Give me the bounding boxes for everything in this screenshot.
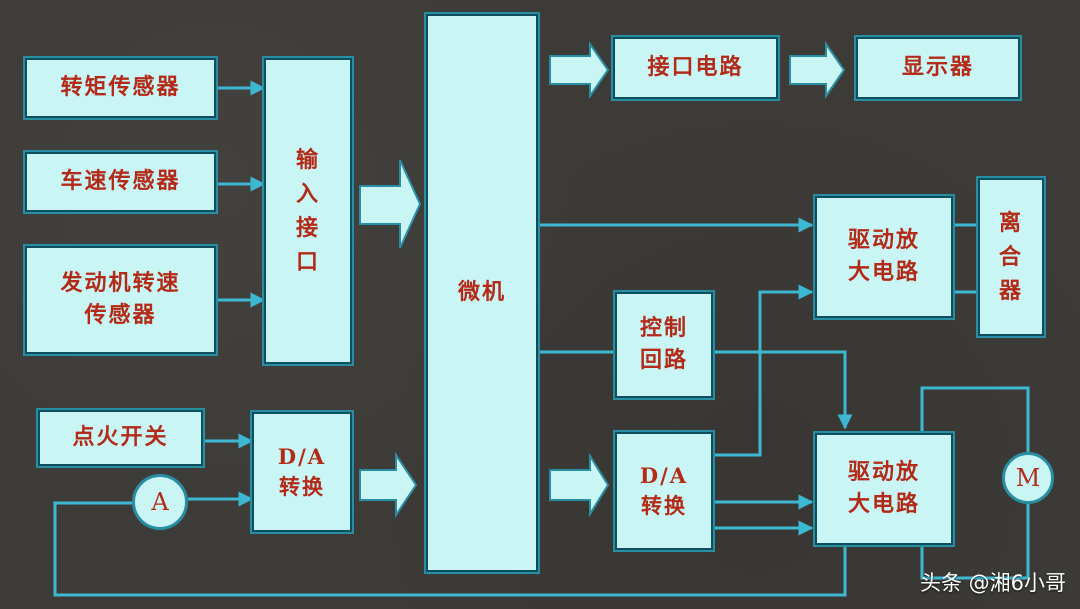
clutch-label: 离 合 器: [998, 209, 1023, 305]
interface-circuit-block: 接口电路: [613, 37, 778, 99]
block-arrow-micro-to-da-right: [549, 452, 610, 518]
drive-amplifier-bottom-block: 驱动放 大电路: [815, 433, 953, 545]
input-interface-label: 输 入 接 口: [295, 146, 320, 276]
watermark: 头条 @湘6小哥: [919, 571, 1066, 595]
speed-sensor-block: 车速传感器: [25, 152, 216, 212]
interface-circuit-label: 接口电路: [647, 54, 744, 81]
drive-amplifier-top-block: 驱动放 大电路: [815, 196, 953, 318]
line-drive-to-motor-bottom: [920, 504, 1030, 580]
torque-sensor-label: 转矩传感器: [60, 74, 181, 101]
block-arrow-input-to-micro: [359, 159, 422, 249]
drive-amplifier-bottom-label: 驱动放 大电路: [847, 459, 920, 517]
engine-speed-sensor-label: 发动机转速 传感器: [60, 270, 181, 328]
motor-label: M: [1015, 464, 1041, 492]
ammeter-symbol: A: [132, 474, 188, 530]
line-drive-to-motor-top: [920, 386, 1030, 452]
block-arrow-da-to-micro: [359, 451, 418, 519]
da-converter-right-label: D/A 转换: [639, 462, 689, 518]
drive-amplifier-top-label: 驱动放 大电路: [847, 227, 920, 285]
ignition-switch-block: 点火开关: [38, 410, 203, 466]
control-loop-label: 控制 回路: [639, 315, 688, 373]
line-feedback-loop: [53, 501, 847, 597]
ammeter-label: A: [151, 488, 169, 516]
da-converter-left-block: D/A 转换: [252, 412, 352, 532]
control-loop-block: 控制 回路: [615, 292, 713, 398]
block-arrow-interface-to-display: [789, 40, 846, 100]
microcomputer-label: 微机: [457, 279, 506, 306]
motor-symbol: M: [1002, 452, 1054, 504]
da-converter-right-block: D/A 转换: [615, 432, 713, 550]
display-label: 显示器: [901, 54, 974, 81]
ignition-switch-label: 点火开关: [72, 424, 169, 451]
clutch-block: 离 合 器: [978, 178, 1044, 336]
display-block: 显示器: [856, 37, 1020, 99]
torque-sensor-block: 转矩传感器: [25, 58, 216, 118]
input-interface-block: 输 入 接 口: [264, 58, 352, 364]
speed-sensor-label: 车速传感器: [60, 168, 181, 195]
microcomputer-block: 微机: [426, 14, 538, 572]
arrow-da-to-drive-top: [713, 284, 814, 457]
block-arrow-micro-to-interface: [549, 40, 610, 100]
engine-speed-sensor-block: 发动机转速 传感器: [25, 246, 216, 354]
da-converter-left-label: D/A 转换: [277, 443, 327, 499]
